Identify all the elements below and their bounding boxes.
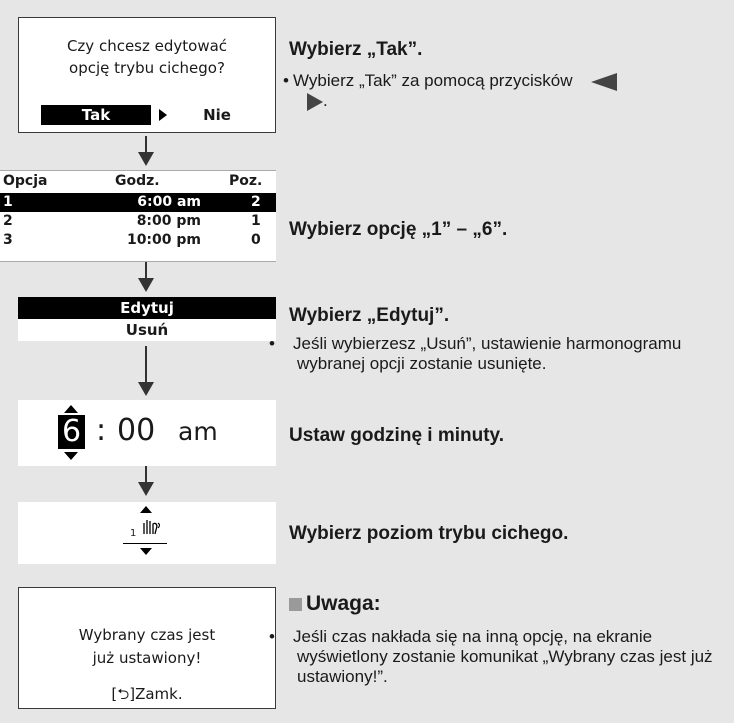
column-option: Opcja [3,173,48,189]
edit-delete-menu: Edytuj Usuń [18,297,276,341]
table-row[interactable]: 3 10:00 pm 0 [3,232,261,248]
step3-heading: Wybierz „Edytuj”. [289,305,450,326]
step3-bullet: •Jeśli wybierzesz „Usuń”, ustawienie har… [269,334,682,373]
hour-down-icon[interactable] [64,452,78,460]
confirm-edit-screen: Czy chcesz edytować opcję trybu cichego?… [18,17,276,133]
delete-option[interactable]: Usuń [125,321,169,339]
close-button[interactable]: [⮌]Zamk. [111,685,183,703]
right-cursor-icon [159,109,167,121]
level-underline [123,543,167,544]
column-time: Godz. [115,173,160,189]
note-square-icon [289,598,302,611]
quiet-hand-icon [143,520,161,535]
step5-heading: Wybierz poziom trybu cichego. [289,523,569,544]
flow-arrow-4 [138,466,154,496]
ampm-value[interactable]: am [178,417,218,446]
minute-value[interactable]: 00 [117,413,156,448]
flow-arrow-2 [138,262,154,292]
message-line1: Wybrany czas jest [78,626,216,644]
note-bullet: •Jeśli czas nakłada się na inną opcję, n… [269,627,713,686]
time-set-screen: 6 : 00 am [18,400,276,466]
level-up-icon[interactable] [140,506,152,513]
yes-button[interactable]: Tak [41,105,151,125]
step1-bullet: •Wybierz „Tak” za pomocą przycisków . [283,71,713,111]
flow-arrow-3 [138,346,154,396]
list-header: Opcja Godz. Poz. [0,173,276,194]
hour-up-icon[interactable] [64,405,78,413]
schedule-list-screen: Opcja Godz. Poz. 1 6:00 am 2 2 8:00 pm 1… [0,170,276,262]
table-row[interactable]: 1 6:00 am 2 [0,193,276,212]
confirm-question-line1: Czy chcesz edytować [66,37,228,55]
step1-heading: Wybierz „Tak”. [289,39,423,60]
time-separator: : [96,413,107,448]
step2-heading: Wybierz opcję „1” – „6”. [289,219,508,240]
column-level: Poz. [229,173,263,189]
level-down-icon[interactable] [140,548,152,555]
already-set-message-screen: Wybrany czas jest już ustawiony! [⮌]Zamk… [18,587,276,709]
hour-value[interactable]: 6 [58,415,85,449]
message-line2: już ustawiony! [92,649,202,667]
confirm-question-line2: opcję trybu cichego? [69,59,225,77]
edit-option[interactable]: Edytuj [18,297,276,319]
no-button[interactable]: Nie [203,106,231,124]
right-button-icon [307,92,323,111]
left-button-icon [591,72,618,91]
step4-heading: Ustaw godzinę i minuty. [289,425,504,446]
table-row[interactable]: 2 8:00 pm 1 [3,213,261,229]
level-set-screen: 1 [18,502,276,564]
flow-arrow-1 [138,136,154,166]
level-digit: 1 [130,528,137,539]
note-heading: Uwaga: [306,592,381,615]
